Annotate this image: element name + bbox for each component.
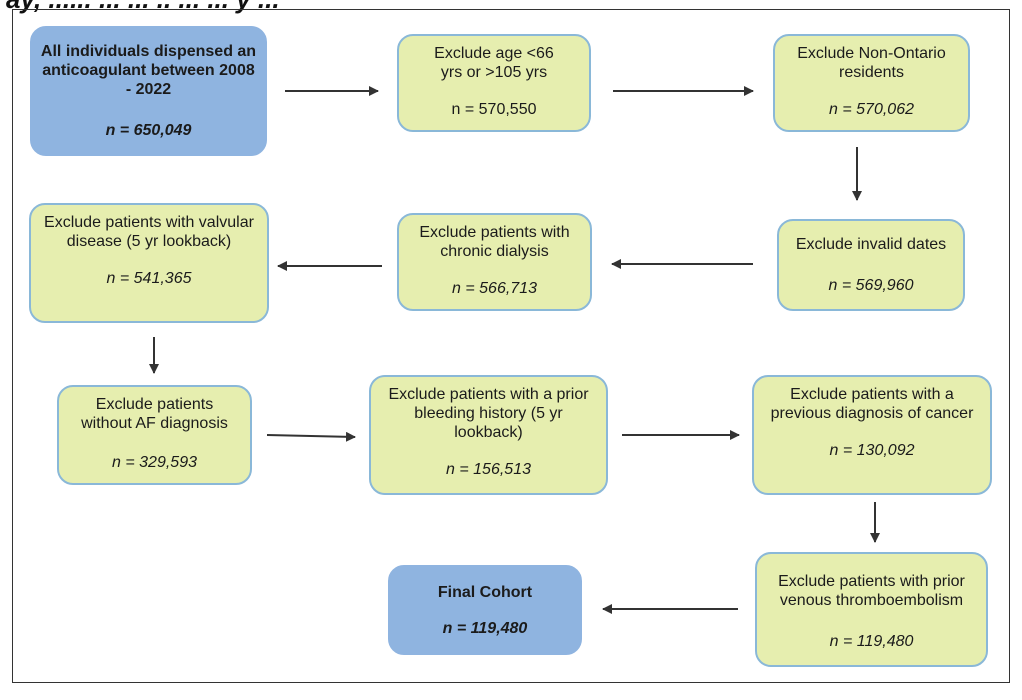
box-start-text: All individuals dispensed an anticoagula… — [40, 43, 257, 98]
box-exclude-af-count: n = 329,593 — [112, 454, 197, 471]
box-final-cohort-text: Final Cohort — [437, 584, 533, 601]
box-exclude-cancer: Exclude patients with a previous diagnos… — [752, 375, 992, 495]
box-exclude-cancer-text: Exclude patients with a previous diagnos… — [770, 386, 974, 422]
header-fragment: ay, ...... ... ... .. ... ... y ... — [6, 0, 280, 15]
box-exclude-bleeding-text: Exclude patients with a prior bleeding h… — [388, 386, 589, 441]
box-exclude-non-ontario-count: n = 570,062 — [829, 101, 914, 118]
box-exclude-age: Exclude age <66 yrs or >105 yrs n = 570,… — [397, 34, 591, 132]
box-exclude-dialysis-count: n = 566,713 — [452, 280, 537, 297]
box-final-cohort-count: n = 119,480 — [442, 620, 528, 637]
box-exclude-dialysis-text: Exclude patients with chronic dialysis — [419, 224, 570, 260]
box-final-cohort: Final Cohort n = 119,480 — [388, 565, 582, 655]
diagram-frame — [12, 9, 1010, 683]
box-exclude-vte-text: Exclude patients with prior venous throm… — [778, 573, 965, 609]
box-exclude-non-ontario: Exclude Non-Ontario residents n = 570,06… — [773, 34, 970, 132]
box-exclude-vte: Exclude patients with prior venous throm… — [755, 552, 988, 667]
box-start: All individuals dispensed an anticoagula… — [30, 26, 267, 156]
box-exclude-invalid-dates-count: n = 569,960 — [828, 277, 914, 294]
box-exclude-age-text: Exclude age <66 yrs or >105 yrs — [434, 45, 554, 81]
box-exclude-af-text: Exclude patients without AF diagnosis — [81, 396, 228, 432]
box-start-count: n = 650,049 — [105, 122, 192, 139]
box-exclude-cancer-count: n = 130,092 — [829, 442, 915, 459]
box-exclude-dialysis: Exclude patients with chronic dialysis n… — [397, 213, 592, 311]
box-exclude-valvular: Exclude patients with valvular disease (… — [29, 203, 269, 323]
box-exclude-non-ontario-text: Exclude Non-Ontario residents — [797, 45, 946, 81]
box-exclude-invalid-dates-text: Exclude invalid dates — [795, 236, 947, 253]
box-exclude-bleeding-count: n = 156,513 — [446, 461, 531, 478]
box-exclude-vte-count: n = 119,480 — [829, 633, 914, 650]
box-exclude-valvular-count: n = 541,365 — [106, 270, 192, 287]
box-exclude-bleeding: Exclude patients with a prior bleeding h… — [369, 375, 608, 495]
box-exclude-invalid-dates: Exclude invalid dates n = 569,960 — [777, 219, 965, 311]
box-exclude-valvular-text: Exclude patients with valvular disease (… — [44, 214, 254, 250]
arrow-af-to-bleeding — [266, 431, 356, 442]
box-exclude-af: Exclude patients without AF diagnosis n … — [57, 385, 252, 485]
box-exclude-age-count: n = 570,550 — [451, 101, 537, 118]
